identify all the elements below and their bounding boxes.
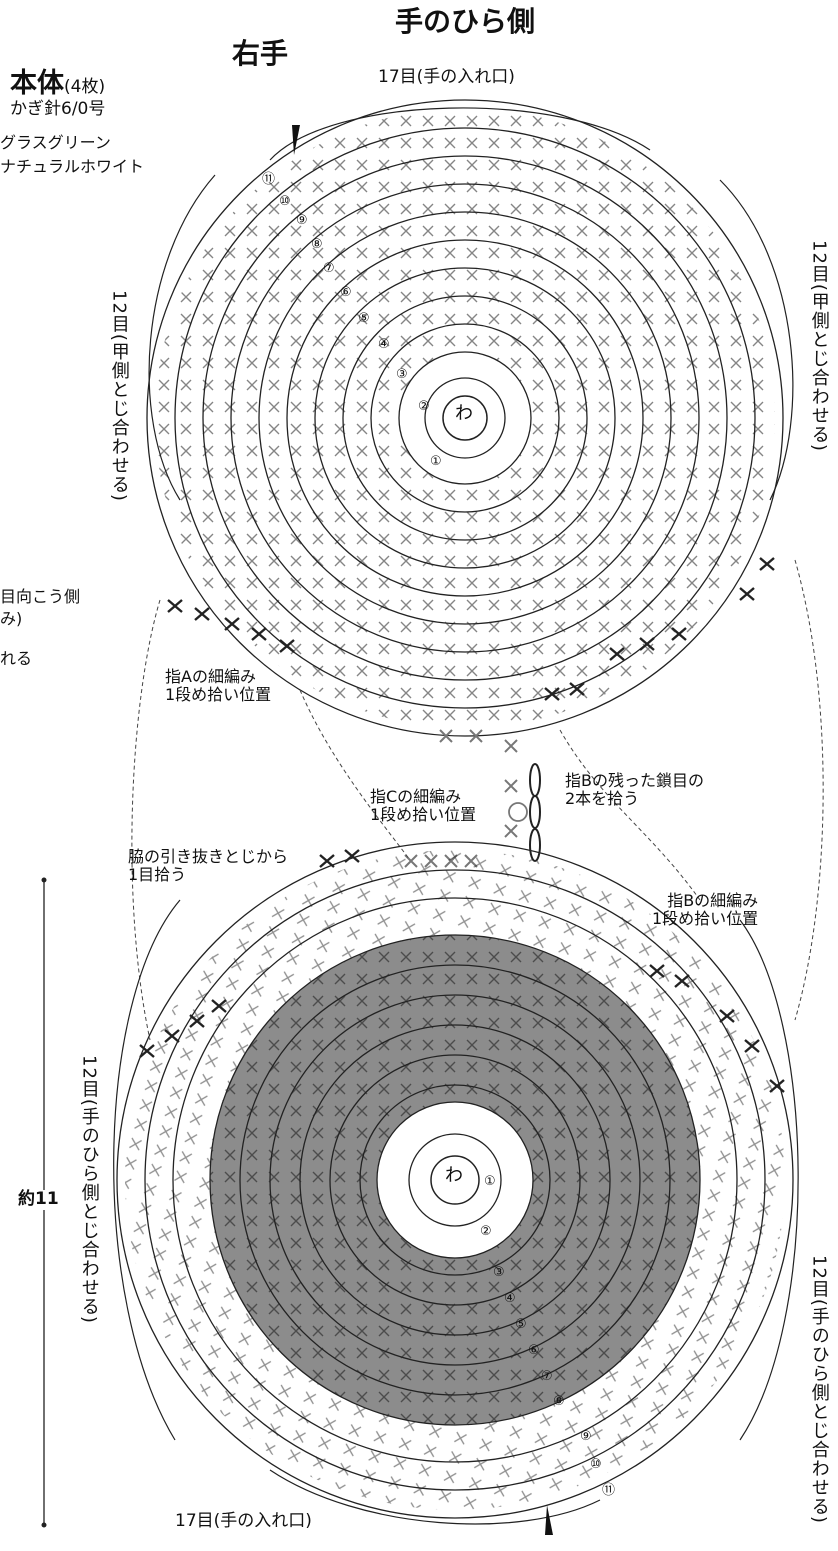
svg-text:④: ④ (504, 1291, 516, 1306)
svg-text:②: ② (480, 1224, 492, 1239)
body-count: (4枚) (64, 77, 106, 97)
svg-text:⑩: ⑩ (279, 194, 291, 209)
start-marker-bottom (545, 1505, 553, 1535)
round-numbers-top: ① ② ③ ④ ⑤ ⑥ ⑦ ⑧ ⑨ ⑩ ⑪ (262, 172, 442, 469)
svg-text:①: ① (484, 1174, 496, 1189)
svg-text:③: ③ (396, 367, 408, 382)
color-2: ナチュラルホワイト (0, 157, 145, 176)
top-outer-stitches (167, 557, 775, 701)
top-left-join-label: 12目(甲側とじ合わせる) (108, 290, 130, 502)
svg-text:⑦: ⑦ (541, 1369, 553, 1384)
bottom-magic-ring (430, 1155, 480, 1205)
round-numbers-bottom: ① ② ③ ④ ⑤ ⑥ ⑦ ⑧ ⑨ ⑩ ⑪ (480, 1174, 615, 1498)
left-note-3: れる (0, 649, 33, 668)
svg-text:⑧: ⑧ (311, 237, 323, 252)
finger-b-label: 指Bの細編み 1段め拾い位置 (652, 891, 759, 929)
top-center-label: わ (455, 403, 473, 424)
left-note-2: み) (0, 609, 23, 628)
svg-text:⑥: ⑥ (340, 285, 352, 300)
svg-text:②: ② (418, 399, 430, 414)
body-title: 本体 (10, 68, 64, 99)
svg-text:⑨: ⑨ (580, 1429, 592, 1444)
svg-text:⑩: ⑩ (590, 1457, 602, 1472)
svg-text:④: ④ (378, 337, 390, 352)
finger-a-label: 指Aの細編み 1段め拾い位置 (165, 667, 272, 705)
bottom-right-join-label: 12目(手のひら側とじ合わせる) (808, 1255, 830, 1524)
svg-text:⑥: ⑥ (528, 1343, 540, 1358)
side-title: 手のひら側 (395, 5, 536, 38)
svg-text:①: ① (430, 454, 442, 469)
svg-text:⑧: ⑧ (553, 1394, 565, 1409)
svg-text:⑨: ⑨ (296, 213, 308, 228)
svg-text:⑦: ⑦ (323, 261, 335, 276)
top-opening-label: 17目(手の入れ口) (378, 67, 515, 87)
start-marker-top (292, 125, 300, 155)
hand-title: 右手 (232, 37, 289, 70)
finger-c-label: 指Cの細編み 1段め拾い位置 (370, 787, 477, 825)
bottom-opening-label: 17目(手の入れ口) (175, 1511, 312, 1531)
color-1: グラスグリーン (0, 133, 111, 152)
svg-text:⑤: ⑤ (515, 1317, 527, 1332)
chain-oval (529, 763, 541, 797)
finger-b-chain-label: 指Bの残った鎖目の 2本を拾う (565, 771, 704, 809)
top-right-join-label: 12目(甲側とじ合わせる) (808, 240, 830, 452)
size-label: 約11 (18, 1189, 59, 1210)
bottom-left-join-label: 12目(手のひら側とじ合わせる) (78, 1055, 100, 1324)
svg-text:⑤: ⑤ (358, 311, 370, 326)
bottom-outer-stitches (139, 849, 785, 1093)
hook-size: かぎ針6/0号 (10, 99, 106, 119)
top-circle (146, 99, 794, 737)
bottom-circle (113, 841, 799, 1525)
bottom-center-label: わ (445, 1165, 463, 1186)
side-pick-label: 脇の引き抜きとじから 1目拾う (128, 847, 289, 885)
svg-text:③: ③ (493, 1265, 505, 1280)
left-note-1: 目向こう側 (0, 587, 81, 606)
svg-text:⑪: ⑪ (262, 172, 275, 187)
svg-text:⑪: ⑪ (602, 1483, 615, 1498)
top-magic-ring (442, 395, 488, 441)
body-title-block: 本体(4枚) (10, 68, 105, 99)
